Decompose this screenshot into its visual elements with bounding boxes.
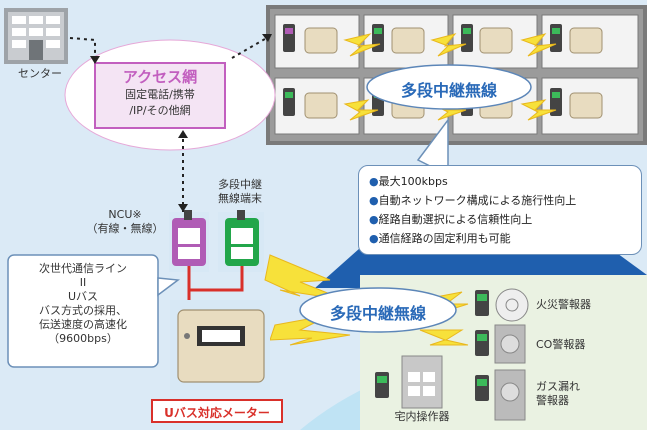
relay-label-line2: 無線端末 — [218, 192, 262, 205]
features-callout: ●最大100kbps ●自動ネットワーク構成による施行性向上 ●経路自動選択によ… — [358, 165, 642, 255]
center-building-icon — [4, 8, 68, 64]
ncu-label-line1: NCU※ — [108, 208, 142, 221]
wireless-cloud-bottom — [299, 287, 457, 333]
feature-item: ●最大100kbps — [369, 175, 448, 188]
wireless-label-top: 多段中継無線 — [400, 81, 497, 100]
center-label: センター — [18, 67, 62, 80]
wireless-label-bottom: 多段中継無線 — [329, 304, 426, 323]
access-net-title: アクセス網 — [122, 68, 198, 86]
upas-note: 次世代通信ライン II Uバス バス方式の採用、 伝送速度の高速化 （9600b… — [39, 262, 127, 345]
feature-item: ●自動ネットワーク構成による施行性向上 — [369, 194, 577, 207]
co-alarm-label: CO警報器 — [536, 338, 586, 351]
meter-label-box — [151, 399, 283, 423]
access-net-line2: /IP/その他網 — [129, 104, 191, 117]
fire-alarm-device — [495, 288, 529, 322]
feature-item: ●通信経路の固定利用も可能 — [369, 232, 511, 245]
wireless-cloud-top — [366, 64, 532, 110]
ncu-label-line2: （有線・無線） — [86, 222, 164, 235]
meter-label: Uバス対応メーター — [164, 406, 270, 420]
gas-alarm-label-line1: ガス漏れ — [536, 380, 580, 393]
relay-label-line1: 多段中継 — [218, 178, 262, 191]
fire-alarm-label: 火災警報器 — [536, 298, 591, 311]
home-panel-label: 宅内操作器 — [394, 410, 450, 423]
upas-note-box — [7, 254, 159, 368]
gas-alarm-label-line2: 警報器 — [536, 394, 569, 407]
access-net-line1: 固定電話/携帯 — [125, 88, 195, 101]
feature-item: ●経路自動選択による信頼性向上 — [369, 213, 533, 226]
